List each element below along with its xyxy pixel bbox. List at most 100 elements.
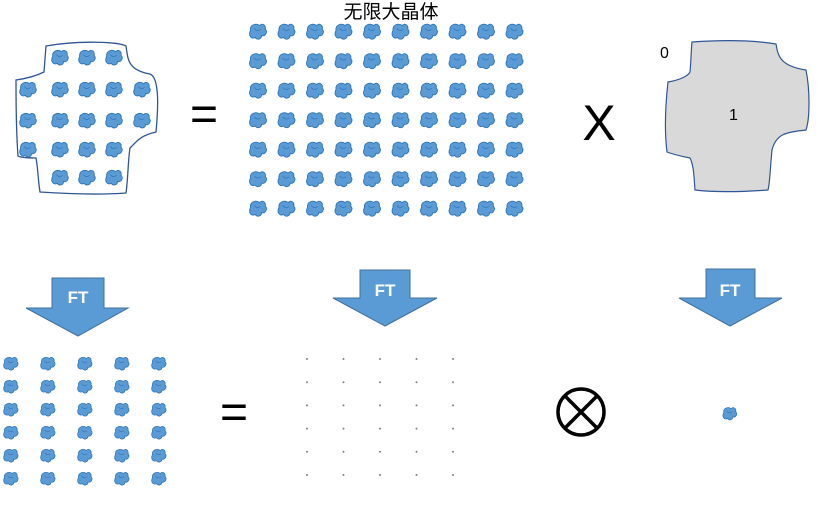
molecule-blob-icon xyxy=(3,472,19,486)
molecule-blob-icon xyxy=(363,53,381,70)
molecule-blob-icon xyxy=(133,81,151,98)
molecule-blob-icon xyxy=(151,380,167,394)
molecule-blob-icon xyxy=(334,171,353,188)
molecule-blob-icon xyxy=(448,53,467,70)
down-arrow-icon xyxy=(25,277,130,337)
molecule-blob-icon xyxy=(420,23,438,40)
molecule-blob-icon xyxy=(151,426,167,440)
molecule-blob-icon xyxy=(249,171,267,188)
molecule-blob-icon xyxy=(505,82,524,99)
dot-icon xyxy=(379,450,381,453)
molecule-blob-icon xyxy=(363,200,381,217)
molecule-blob-icon xyxy=(40,472,56,486)
molecule-blob-icon xyxy=(448,112,467,129)
molecule-blob-icon xyxy=(277,112,296,129)
molecule-blob-icon xyxy=(19,141,37,158)
molecule-blob-icon xyxy=(391,200,410,217)
molecule-blob-icon xyxy=(420,82,438,99)
diagram-title: 无限大晶体 xyxy=(343,1,438,23)
molecule-blob-icon xyxy=(3,380,19,394)
molecule-blob-icon xyxy=(420,171,438,188)
molecule-blob-icon xyxy=(277,200,296,217)
molecule-blob-icon xyxy=(114,403,130,417)
molecule-blob-icon xyxy=(448,200,467,217)
convolution-symbol xyxy=(556,387,606,437)
molecule-blob-icon xyxy=(420,112,438,129)
molecule-blob-icon xyxy=(78,112,96,129)
molecule-blob-icon xyxy=(114,449,130,463)
molecule-blob-icon xyxy=(19,81,37,98)
molecule-blob-icon xyxy=(277,171,296,188)
molecule-blob-icon xyxy=(477,82,495,99)
dot-icon xyxy=(415,450,418,453)
down-arrow-icon xyxy=(332,269,438,327)
dot-icon xyxy=(415,381,418,384)
molecule-blob-icon xyxy=(391,171,410,188)
molecule-blob-icon xyxy=(40,403,56,417)
molecule-blob-icon xyxy=(40,449,56,463)
molecule-blob-icon xyxy=(505,171,524,188)
dot-icon xyxy=(342,381,345,384)
molecule-blob-icon xyxy=(51,81,69,98)
molecule-blob-icon xyxy=(722,407,738,421)
dot-icon xyxy=(342,450,345,453)
molecule-blob-icon xyxy=(114,426,130,440)
dot-icon xyxy=(415,404,418,407)
molecule-blob-icon xyxy=(249,141,267,158)
dot-icon xyxy=(452,450,454,453)
molecule-blob-icon xyxy=(420,141,438,158)
molecule-blob-icon xyxy=(77,357,93,371)
molecule-blob-icon xyxy=(334,200,353,217)
molecule-blob-icon xyxy=(105,49,123,66)
molecule-blob-icon xyxy=(40,426,56,440)
dot-icon xyxy=(415,474,418,476)
molecule-blob-icon xyxy=(249,112,267,129)
infinite-crystal xyxy=(249,23,524,217)
molecule-blob-icon xyxy=(151,449,167,463)
dot-icon xyxy=(452,427,454,430)
molecule-blob-icon xyxy=(78,141,96,158)
ft-label-left: FT xyxy=(68,288,89,307)
dot-icon xyxy=(452,404,454,407)
molecule-blob-icon xyxy=(505,23,524,40)
finite-crystal xyxy=(15,41,159,195)
molecule-blob-icon xyxy=(249,200,267,217)
molecule-blob-icon xyxy=(448,82,467,99)
molecule-blob-icon xyxy=(3,403,19,417)
molecule-blob-icon xyxy=(249,82,267,99)
molecule-blob-icon xyxy=(277,23,296,40)
shape-function: 0 1 xyxy=(660,40,810,193)
molecule-blob-icon xyxy=(78,49,96,66)
dot-icon xyxy=(379,474,381,476)
molecule-blob-icon xyxy=(334,112,353,129)
molecule-blob-icon xyxy=(505,200,524,217)
molecule-blob-icon xyxy=(77,380,93,394)
molecule-blob-icon xyxy=(391,112,410,129)
molecule-blob-icon xyxy=(114,380,130,394)
molecule-blob-icon xyxy=(151,403,167,417)
molecule-blob-icon xyxy=(306,171,324,188)
dot-icon xyxy=(415,427,418,430)
molecule-blob-icon xyxy=(391,23,410,40)
molecule-blob-icon xyxy=(105,169,123,186)
dot-icon xyxy=(306,450,308,453)
molecule-blob-icon xyxy=(477,141,495,158)
molecule-blob-icon xyxy=(306,112,324,129)
molecule-blob-icon xyxy=(249,53,267,70)
molecule-blob-icon xyxy=(477,53,495,70)
dot-icon xyxy=(306,404,308,407)
dot-icon xyxy=(306,381,308,384)
molecule-blob-icon xyxy=(391,53,410,70)
molecule-blob-icon xyxy=(448,141,467,158)
molecule-blob-icon xyxy=(363,141,381,158)
ft-label-right: FT xyxy=(720,281,741,300)
molecule-blob-icon xyxy=(105,141,123,158)
equals-symbol-bottom: = xyxy=(220,386,248,439)
molecule-blob-icon xyxy=(114,472,130,486)
molecule-blob-icon xyxy=(51,112,69,129)
molecule-blob-icon xyxy=(3,449,19,463)
shape-outside-label: 0 xyxy=(660,45,669,62)
molecule-blob-icon xyxy=(77,449,93,463)
molecule-blob-icon xyxy=(306,82,324,99)
